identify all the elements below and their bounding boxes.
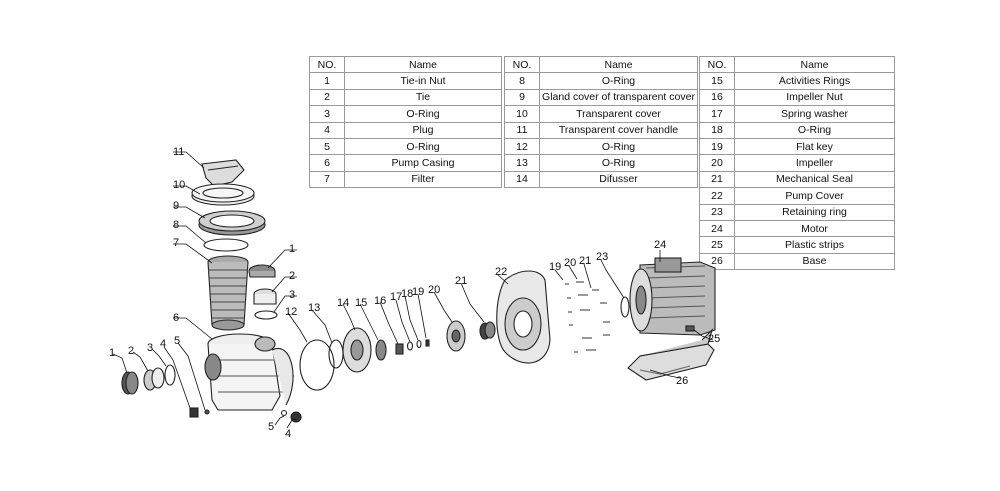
part-motor [629,257,716,336]
callout-19-left: 19 [412,286,424,298]
column-header-name: Name [539,55,698,74]
part-impeller-nut [395,343,404,355]
part-o-ring-18 [416,339,422,349]
part-gland-cover [198,210,266,236]
part-name-cell: Plastic strips [734,236,895,254]
part-name-cell: Base [734,252,895,271]
part-o-ring-12 [299,339,335,391]
part-name-cell: O-Ring [539,72,698,90]
callout-3-top: 3 [289,289,295,301]
callout-24: 24 [654,239,666,251]
part-o-ring-5-left [204,409,210,415]
part-name-cell: Filter [344,170,502,189]
callout-4-bottom: 4 [285,428,291,440]
part-tie-in-nut-left [121,371,139,395]
part-plug-bottom [290,411,302,423]
callout-4-left: 4 [160,338,166,350]
part-tie-in-nut-top [248,264,276,278]
callout-1-top: 1 [289,243,295,255]
part-plastic-strips [685,325,695,332]
callout-7: 7 [173,237,179,249]
callout-3-left: 3 [147,342,153,354]
callout-18: 18 [401,288,413,300]
part-o-ring-top [254,310,278,320]
callout-22: 22 [495,266,507,278]
callout-2-top: 2 [289,270,295,282]
part-plug-left [189,407,199,418]
part-transparent-cover [191,183,255,206]
part-impeller [446,320,466,352]
callout-5-left: 5 [174,335,180,347]
callout-14: 14 [337,297,349,309]
callout-17: 17 [390,291,402,303]
part-flat-key-left [425,339,430,347]
part-filter [207,255,249,331]
callout-21-left: 21 [455,275,467,287]
part-transparent-cover-handle [201,159,245,187]
callout-20-left: 20 [428,284,440,296]
callout-9: 9 [173,200,179,212]
part-number-cell: 7 [309,170,345,189]
callout-26: 26 [676,375,688,387]
callout-13: 13 [308,302,320,314]
callout-8: 8 [173,219,179,231]
part-tie-top [253,288,277,305]
callout-numbers: 11 10 9 8 7 6 1 2 3 12 13 1 2 3 4 5 5 4 … [109,146,720,440]
callout-12: 12 [285,306,297,318]
leader-lines [112,151,714,429]
part-tie-left [143,367,165,391]
callout-21-right: 21 [579,255,591,267]
callout-19-right: 19 [549,261,561,273]
part-o-ring-13 [328,339,344,369]
callout-25: 25 [708,333,720,345]
callout-5-bottom: 5 [268,421,274,433]
part-retaining-ring [620,296,630,318]
part-pump-casing [204,333,294,411]
part-o-ring-8 [203,238,249,252]
callout-1-left: 1 [109,347,115,359]
part-bolts [565,281,610,353]
part-name-cell: Difusser [539,170,698,189]
part-spring-washer [406,341,414,351]
part-name-cell: Activities Rings [734,72,895,90]
callout-10: 10 [173,179,185,191]
part-activities-rings [375,339,387,361]
part-o-ring-left [164,364,176,386]
callout-15: 15 [355,297,367,309]
callout-20-right: 20 [564,257,576,269]
callout-11: 11 [173,146,184,158]
part-name-cell: Pump Cover [734,187,895,205]
callout-6: 6 [173,312,179,324]
part-pump-cover [496,270,551,364]
part-diffuser [342,327,372,373]
callout-2-left: 2 [128,345,134,357]
part-name-cell: Motor [734,219,895,238]
part-mechanical-seal [479,321,496,340]
callout-16: 16 [374,295,386,307]
part-o-ring-5-bottom [280,409,288,417]
callout-23: 23 [596,251,608,263]
part-base [627,328,715,381]
